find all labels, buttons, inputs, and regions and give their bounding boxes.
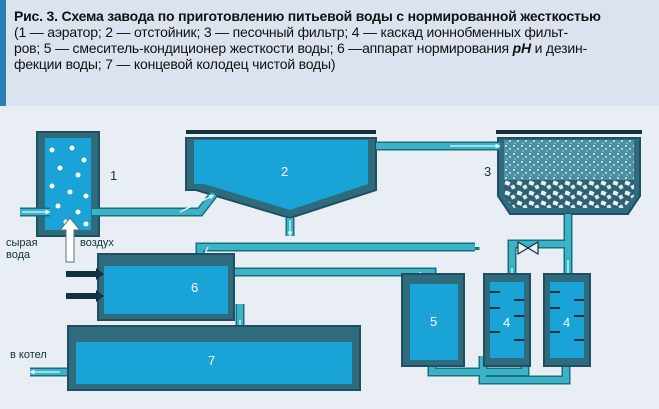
water-plant-diagram: 1 2 3 4 4 5 6 7 сырая вода воздух в коте… xyxy=(6,130,642,391)
caption-line-4: фекции воды; 7 — концевой колодец чистой… xyxy=(14,56,336,72)
caption-line-3: ров; 5 — смеситель-кондиционер жесткости… xyxy=(14,40,654,56)
figure-caption: Рис. 3. Схема завода по приготовлению пи… xyxy=(14,8,654,72)
settler-tank xyxy=(185,130,377,220)
valve-icon xyxy=(517,240,539,256)
aerator-tank xyxy=(36,131,100,237)
ion-exchange-filter-a xyxy=(483,273,531,367)
caption-line-3b: и дезин- xyxy=(530,40,588,56)
label-settler-number: 2 xyxy=(281,164,288,179)
label-filter-number: 3 xyxy=(484,164,491,179)
label-to-boiler: в котел xyxy=(10,349,47,361)
label-ion-a-number: 4 xyxy=(503,315,510,330)
caption-title: Рис. 3. Схема завода по приготовлению пи… xyxy=(14,8,601,24)
mixer-conditioner xyxy=(401,273,465,367)
clean-water-well xyxy=(67,325,361,391)
ion-exchange-filter-b xyxy=(543,273,591,367)
label-air: воздух xyxy=(80,237,114,249)
label-ph-number: 6 xyxy=(191,280,198,295)
label-ion-b-number: 4 xyxy=(563,315,570,330)
caption-line-2: (1 — аэратор; 2 — отстойник; 3 — песочны… xyxy=(14,24,568,40)
label-raw-water-2: вода xyxy=(6,249,31,261)
reagent-input-arrows xyxy=(66,268,104,302)
caption-line-3a: ров; 5 — смеситель-кондиционер жесткости… xyxy=(14,40,513,56)
air-inlet-arrow xyxy=(58,217,82,263)
label-aerator-number: 1 xyxy=(110,168,117,183)
label-mixer-number: 5 xyxy=(430,314,437,329)
label-raw-water-1: сырая xyxy=(6,237,38,249)
caption-accent-bar xyxy=(0,0,6,106)
sand-filter xyxy=(496,130,642,215)
label-well-number: 7 xyxy=(208,353,215,368)
ph-apparatus xyxy=(66,253,235,321)
caption-ph: pH xyxy=(512,40,531,56)
air-bubbles xyxy=(49,145,89,227)
caption-panel: Рис. 3. Схема завода по приготовлению пи… xyxy=(0,0,659,106)
